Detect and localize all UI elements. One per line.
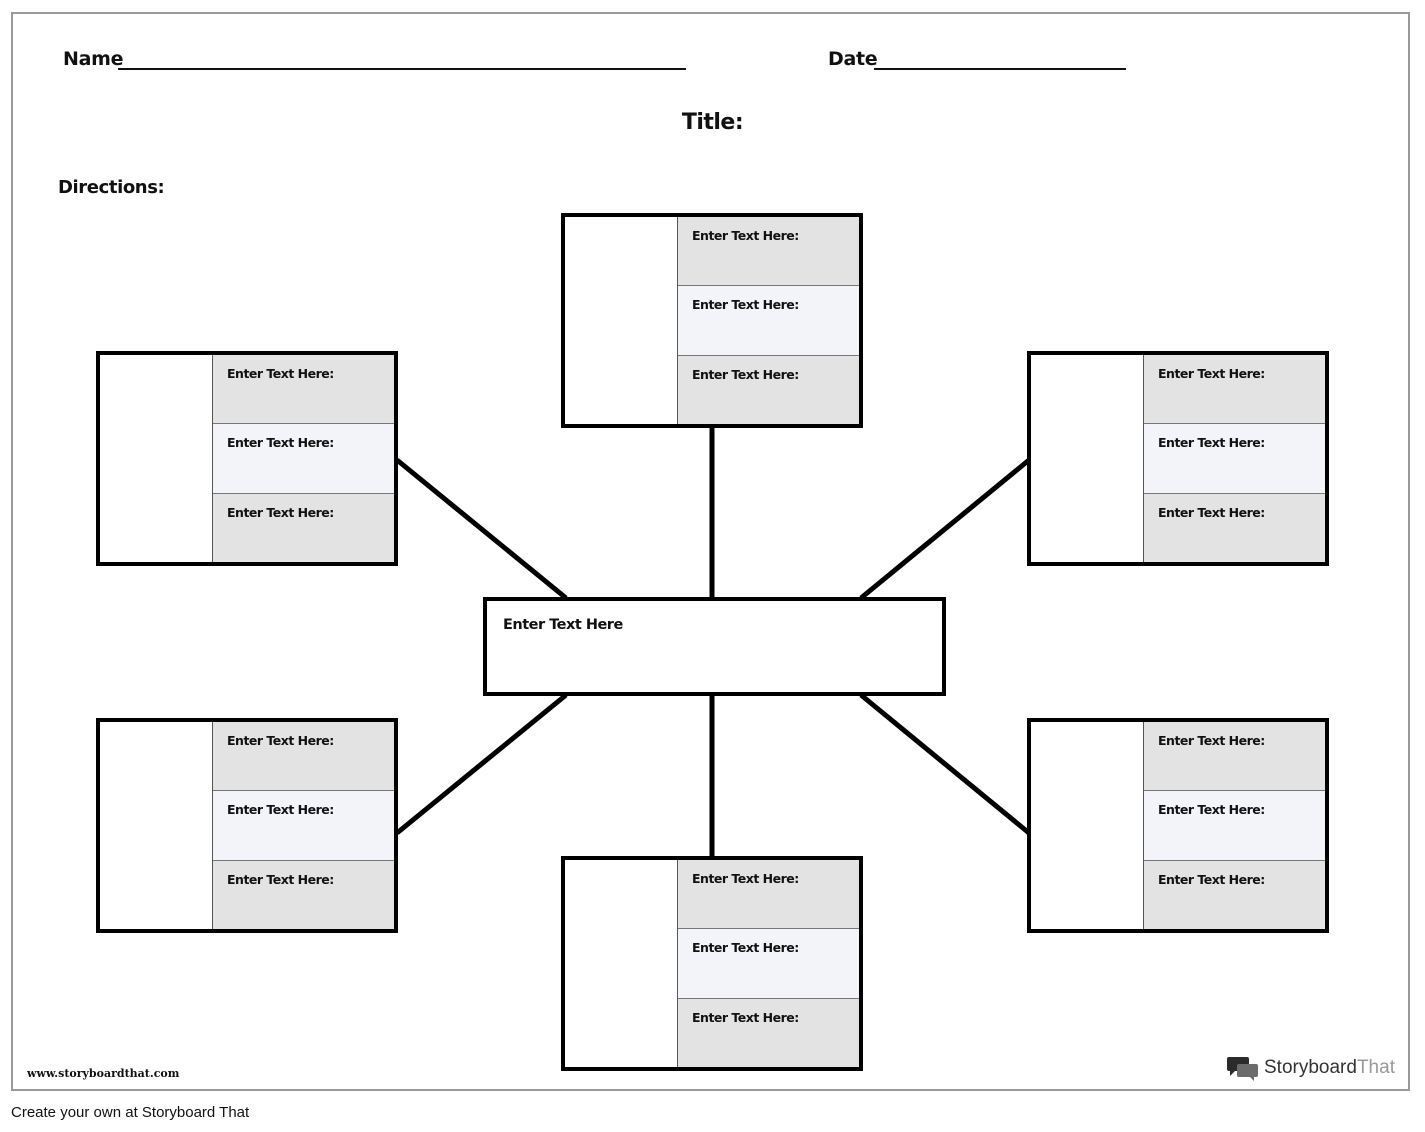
node-text-row[interactable]: Enter Text Here: <box>1144 790 1325 860</box>
title-label: Title: <box>681 110 744 135</box>
node-lower-right: Enter Text Here: Enter Text Here: Enter … <box>1027 718 1329 933</box>
node-image-cell[interactable] <box>1031 355 1144 562</box>
date-line <box>874 68 1126 70</box>
node-text-row[interactable]: Enter Text Here: <box>213 722 394 791</box>
node-text-row[interactable]: Enter Text Here: <box>213 859 394 929</box>
node-text-row[interactable]: Enter Text Here: <box>1144 722 1325 791</box>
node-text-row[interactable]: Enter Text Here: <box>678 285 859 355</box>
node-text-row[interactable]: Enter Text Here: <box>1144 355 1325 424</box>
logo-text-storyboard: Storyboard <box>1264 1057 1357 1078</box>
node-text-row[interactable]: Enter Text Here: <box>213 423 394 493</box>
node-text-row[interactable]: Enter Text Here: <box>1144 492 1325 562</box>
logo-text-that: That <box>1356 1057 1395 1078</box>
storyboardthat-logo: StoryboardThat <box>1227 1055 1395 1081</box>
center-topic-label: Enter Text Here <box>503 617 623 633</box>
directions-label: Directions: <box>58 177 165 198</box>
node-bottom: Enter Text Here: Enter Text Here: Enter … <box>561 856 863 1071</box>
node-lower-left: Enter Text Here: Enter Text Here: Enter … <box>96 718 398 933</box>
node-upper-left: Enter Text Here: Enter Text Here: Enter … <box>96 351 398 566</box>
node-text-row[interactable]: Enter Text Here: <box>1144 423 1325 493</box>
site-url: www.storyboardthat.com <box>27 1067 180 1080</box>
node-text-row[interactable]: Enter Text Here: <box>678 997 859 1067</box>
node-text-row[interactable]: Enter Text Here: <box>1144 859 1325 929</box>
node-upper-right: Enter Text Here: Enter Text Here: Enter … <box>1027 351 1329 566</box>
node-image-cell[interactable] <box>565 217 678 424</box>
date-label: Date <box>828 48 878 70</box>
node-text-row[interactable]: Enter Text Here: <box>678 217 859 286</box>
connector-lower-left <box>395 693 568 835</box>
node-text-row[interactable]: Enter Text Here: <box>678 928 859 998</box>
connector-lower-right <box>859 693 1031 835</box>
node-text-row[interactable]: Enter Text Here: <box>213 790 394 860</box>
node-text-row[interactable]: Enter Text Here: <box>678 860 859 929</box>
node-text-row[interactable]: Enter Text Here: <box>213 492 394 562</box>
name-label: Name <box>63 48 124 70</box>
connector-upper-left <box>395 458 568 600</box>
footer-credit-link[interactable]: Create your own at Storyboard That <box>11 1104 250 1121</box>
node-text-row[interactable]: Enter Text Here: <box>678 354 859 424</box>
node-image-cell[interactable] <box>565 860 678 1067</box>
connector-upper-right <box>859 458 1031 600</box>
node-image-cell[interactable] <box>1031 722 1144 929</box>
center-topic-box[interactable]: Enter Text Here <box>483 597 946 696</box>
name-line <box>118 68 686 70</box>
node-top: Enter Text Here: Enter Text Here: Enter … <box>561 213 863 428</box>
node-text-row[interactable]: Enter Text Here: <box>213 355 394 424</box>
node-image-cell[interactable] <box>100 722 213 929</box>
node-image-cell[interactable] <box>100 355 213 562</box>
speech-bubbles-icon <box>1227 1057 1258 1081</box>
